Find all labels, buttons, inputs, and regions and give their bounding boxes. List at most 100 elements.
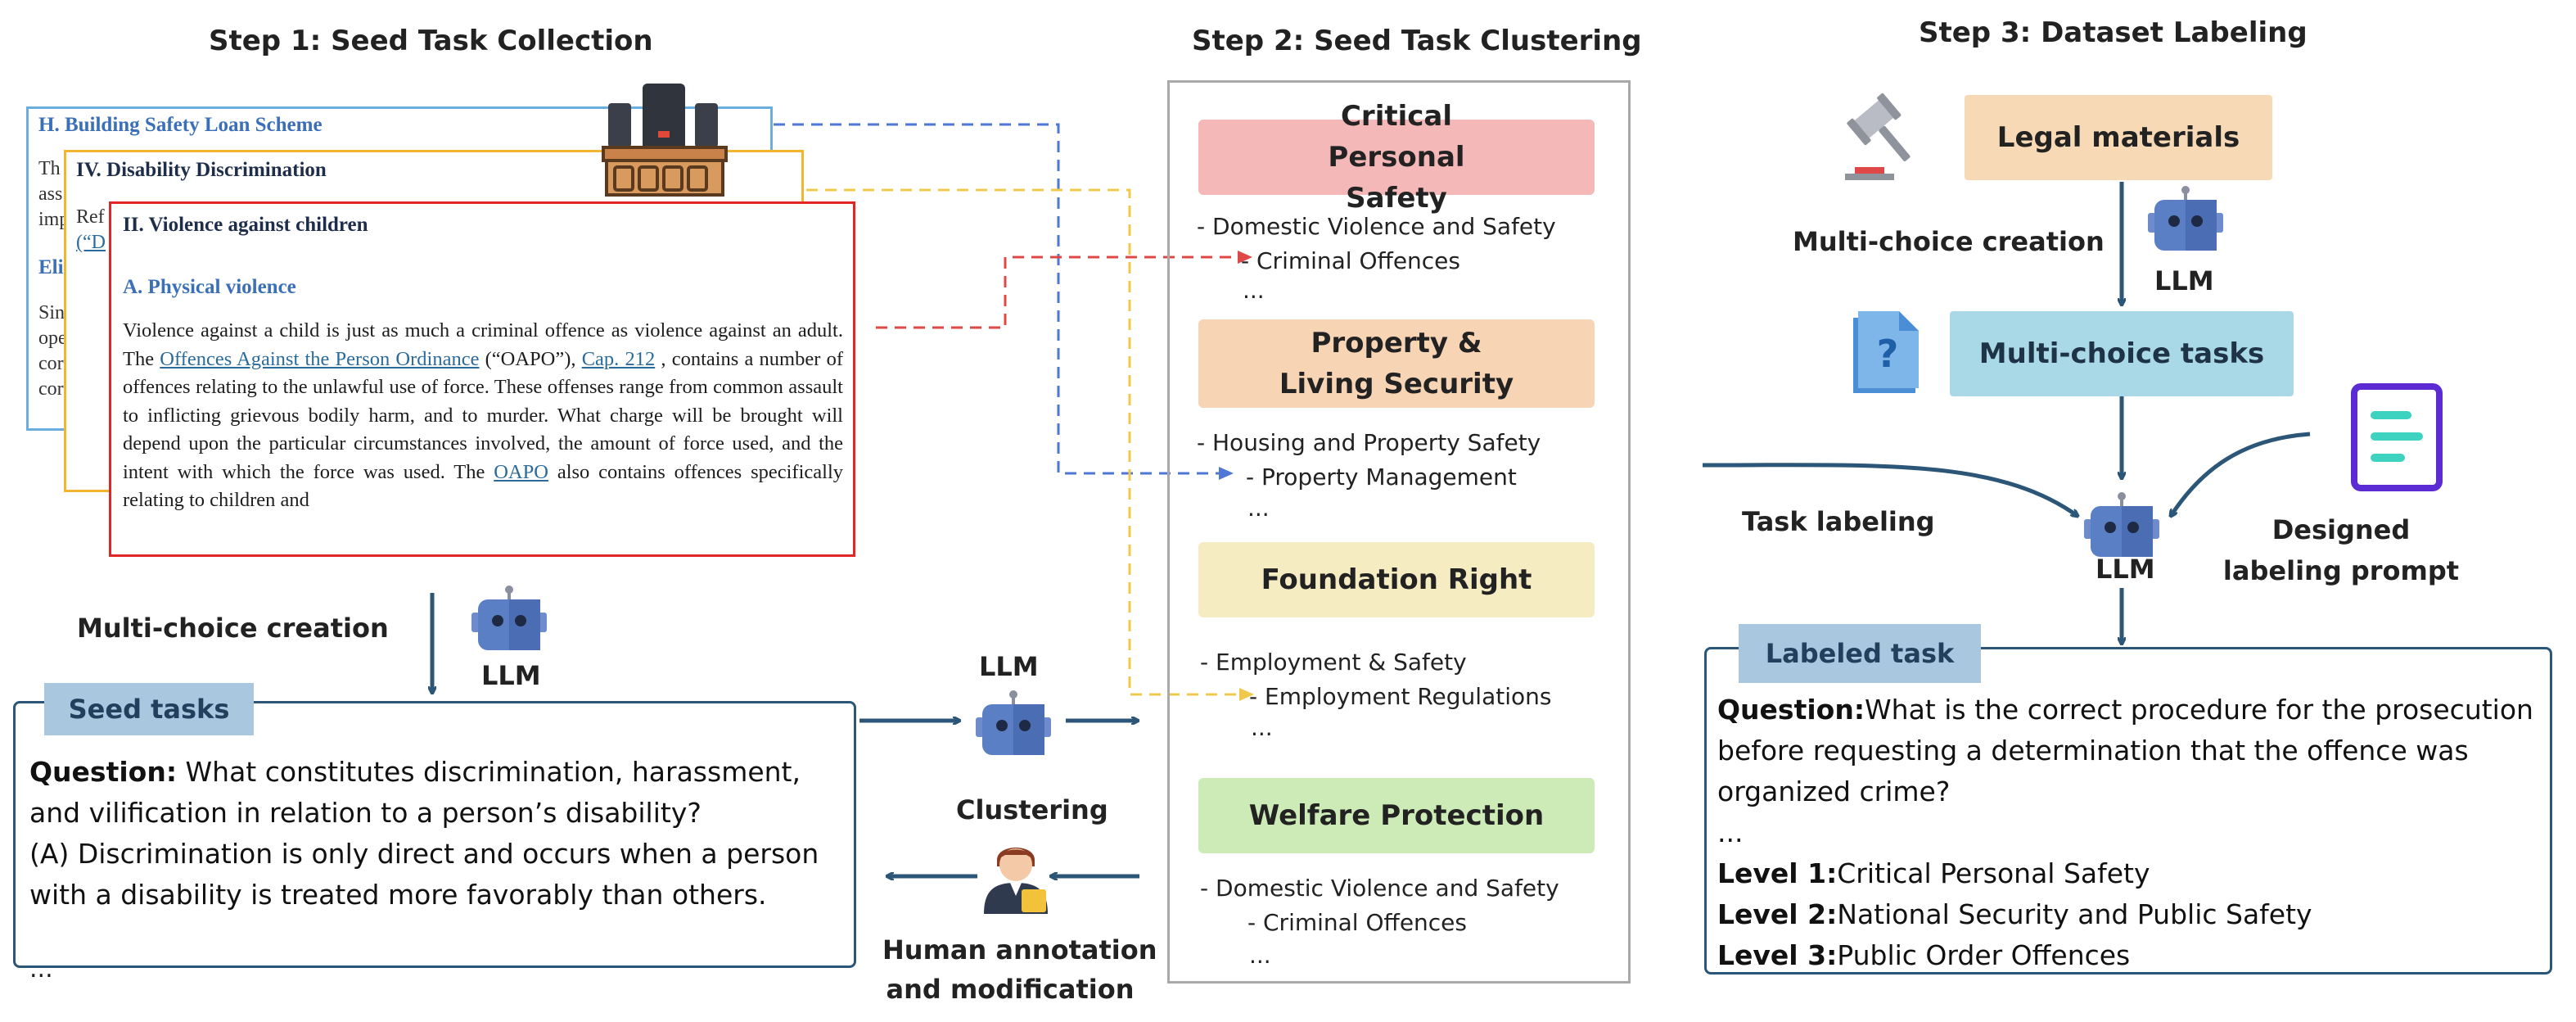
doc1-subheading: Eli <box>38 256 64 278</box>
category-subitem: - Domestic Violence and Safety <box>1200 875 1559 902</box>
red-dashed-connector <box>876 251 1252 329</box>
doc1-stub-line: cor <box>38 353 64 374</box>
level-label: Level 1: <box>1717 857 1838 889</box>
blue-dashed-connector <box>774 123 1234 480</box>
designed-prompt-line: Designed <box>2271 514 2411 545</box>
level-row: Level 2:National Security and Public Saf… <box>1717 894 2536 935</box>
level-label: Level 2: <box>1717 898 1838 930</box>
category-subitem: - Criminal Offences <box>1241 247 1460 274</box>
doc1-stub-line: cor <box>38 378 64 400</box>
doc1-stub-line: Th <box>38 158 61 179</box>
category-label: Welfare Protection <box>1248 799 1545 832</box>
question-document-icon: ? <box>1853 311 1919 393</box>
labeled-task-tag: Labeled task <box>1739 624 1981 683</box>
category-more: ... <box>1251 714 1273 741</box>
question-label: Question: <box>29 756 178 788</box>
level-value: National Security and Public Safety <box>1837 898 2312 930</box>
document-violence-against-children: II. Violence against children A. Physica… <box>109 201 855 557</box>
category-subitem: - Housing and Property Safety <box>1197 429 1541 456</box>
category-subitem: - Domestic Violence and Safety <box>1197 213 1556 240</box>
labeled-task-box <box>1704 647 2552 975</box>
doc3-text: , contains a number of offences relating… <box>123 347 843 483</box>
yellow-dashed-connector <box>806 188 1254 701</box>
arrow-prompt-to-llm <box>2171 432 2311 516</box>
doc3-text: Violence against a child is just as much… <box>123 319 843 370</box>
category-subitem: - Criminal Offences <box>1247 909 1467 936</box>
category-more: ... <box>1243 277 1265 304</box>
robot-icon <box>2148 186 2223 251</box>
seed-task-question: Question: What constitutes discriminatio… <box>29 752 840 834</box>
human-label-line: Human annotation <box>882 934 1157 965</box>
task-labeling-label: Task labeling <box>1742 506 1935 537</box>
doc3-body: Violence against a child is just as much… <box>123 317 843 515</box>
link-cap-212[interactable]: Cap. 212 <box>581 347 656 370</box>
category-welfare-protection: Welfare Protection <box>1198 778 1595 853</box>
legal-materials-box: Legal materials <box>1965 95 2272 180</box>
step3-llm-label-2: LLM <box>2096 554 2155 585</box>
doc3-subheading: A. Physical violence <box>123 276 296 298</box>
doc2-stub-line: (“D <box>76 232 106 253</box>
robot-icon <box>2084 492 2159 557</box>
question-text: What constitutes discrimination, harassm… <box>29 756 801 829</box>
step1-llm-label: LLM <box>481 660 541 691</box>
category-label: Critical Personal Safety <box>1328 100 1465 215</box>
seed-tasks-ellipsis: ... <box>29 955 53 984</box>
step1-multichoice-label: Multi-choice creation <box>77 613 389 644</box>
category-foundation-right: Foundation Right <box>1198 542 1595 617</box>
category-label: Foundation Right <box>1261 563 1532 596</box>
step2-title: Step 2: Seed Task Clustering <box>1192 25 1642 57</box>
step3-multichoice-label: Multi-choice creation <box>1793 226 2105 257</box>
question-text: What is the correct procedure for the pr… <box>1717 694 2533 807</box>
designed-prompt-label: Designed labeling prompt <box>2220 509 2462 591</box>
level-row: Level 1:Critical Personal Safety <box>1717 853 2536 894</box>
seed-tasks-tag: Seed tasks <box>44 683 254 735</box>
step2-cluster-panel <box>1167 80 1631 984</box>
svg-text:?: ? <box>1877 332 1899 376</box>
level-row: Level 3:Public Order Offences <box>1717 935 2536 976</box>
seed-tasks-box <box>13 701 856 968</box>
labeled-task-content: Question:What is the correct procedure f… <box>1717 690 2536 976</box>
category-more: ... <box>1247 495 1270 522</box>
category-subitem: - Property Management <box>1246 464 1517 491</box>
step1-title: Step 1: Seed Task Collection <box>209 25 653 57</box>
doc1-stub-line: Sin <box>38 302 65 323</box>
doc3-heading: II. Violence against children <box>123 214 368 236</box>
level-label: Level 3: <box>1717 939 1838 971</box>
level-value: Public Order Offences <box>1837 939 2131 971</box>
clustering-label: Clustering <box>956 794 1108 825</box>
step3-llm-label: LLM <box>2154 265 2214 296</box>
doc2-stub-line: Ref <box>76 206 105 228</box>
center-llm-label: LLM <box>979 651 1039 682</box>
human-label-line: and modification <box>886 974 1135 1005</box>
labeled-task-question: Question:What is the correct procedure f… <box>1717 690 2536 812</box>
doc3-text: also contains offences specifically rela… <box>123 460 843 512</box>
link-offences-ordinance[interactable]: Offences Against the Person Ordinance <box>160 347 480 370</box>
arrow-task-labeling <box>1702 463 2077 516</box>
category-critical-personal-safety: Critical Personal Safety <box>1198 100 1595 215</box>
level-value: Critical Personal Safety <box>1837 857 2150 889</box>
multi-choice-tasks-box: Multi-choice tasks <box>1950 311 2294 396</box>
labeled-task-ellipsis: ... <box>1717 816 1744 848</box>
human-annotation-label: Human annotation and modification <box>882 930 1157 1009</box>
robot-icon <box>471 586 547 650</box>
doc1-stub-lines-2: Sin ope cor cor <box>38 301 67 402</box>
category-more: ... <box>1249 942 1271 969</box>
robot-icon <box>976 690 1051 755</box>
step3-title: Step 3: Dataset Labeling <box>1919 16 2308 49</box>
seed-task-content: Question: What constitutes discriminatio… <box>29 752 840 916</box>
category-subitem: - Employment Regulations <box>1249 683 1552 710</box>
question-label: Question: <box>1717 694 1865 726</box>
gavel-icon <box>1845 93 1911 180</box>
category-subitem: - Employment & Safety <box>1200 649 1467 676</box>
doc1-stub-line: ass <box>38 183 63 205</box>
prompt-document-icon <box>2351 383 2443 491</box>
link-oapo[interactable]: OAPO <box>494 460 548 483</box>
doc1-stub-line: ope <box>38 328 67 349</box>
courthouse-icon <box>602 84 728 197</box>
human-annotator-icon <box>984 848 1048 914</box>
doc3-text: (“OAPO”), <box>479 347 582 370</box>
doc2-stub-lines: Ref (“D <box>76 205 106 256</box>
seed-task-option-a: (A) Discrimination is only direct and oc… <box>29 838 819 911</box>
category-property-living-security: Property & Living Security <box>1198 319 1595 408</box>
